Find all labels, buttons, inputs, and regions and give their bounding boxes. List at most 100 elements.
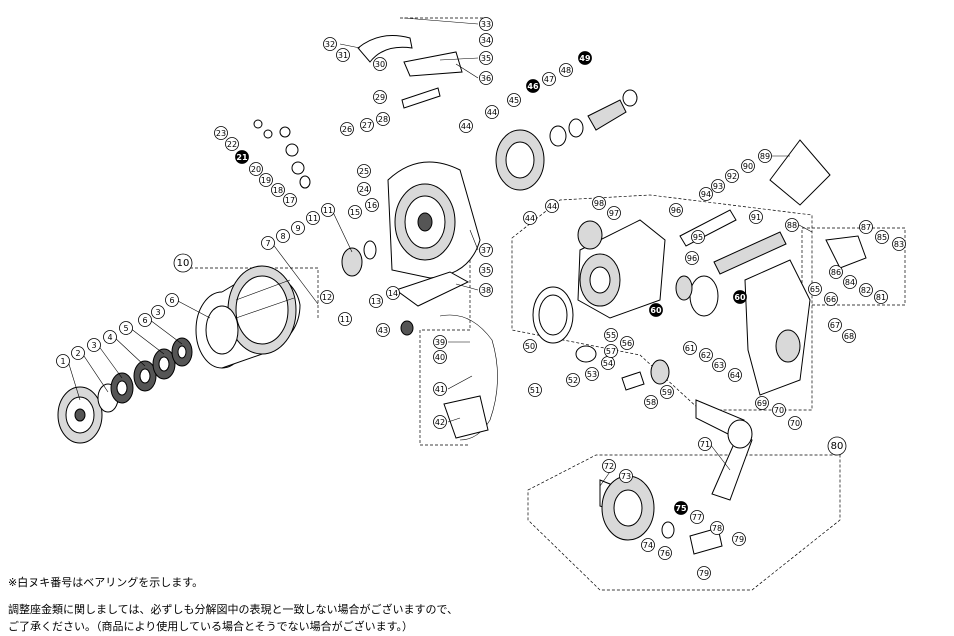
part-callout-number: 68	[844, 332, 854, 341]
part-callout-number: 53	[587, 370, 597, 379]
part-callout-number: 44	[525, 214, 535, 223]
part-callout-18: 18	[271, 183, 285, 197]
part-callout-circle	[698, 437, 712, 451]
part-callout-number: 6	[169, 296, 174, 305]
part-callout-85: 85	[875, 230, 889, 244]
part-callout-number: 4	[107, 333, 112, 342]
part-callout-number: 35	[481, 54, 491, 63]
part-callout-circle	[225, 137, 239, 151]
part-callout-35: 35	[479, 51, 493, 65]
part-callout-3: 3	[87, 338, 101, 352]
part-callout-44: 44	[545, 199, 559, 213]
part-callout-circle	[459, 119, 473, 133]
part-callout-circle	[732, 532, 746, 546]
part-callout-number: 34	[481, 36, 491, 45]
part-callout-number: 96	[671, 206, 681, 215]
part-callout-circle	[691, 230, 705, 244]
part-callout-circle	[485, 105, 499, 119]
bearing-callout-46: 46	[526, 79, 540, 93]
part-callout-6: 6	[165, 293, 179, 307]
part-callout-number: 6	[142, 316, 147, 325]
bearing-callout-circle	[526, 79, 540, 93]
part-callout-number: 1	[60, 357, 65, 366]
part-callout-number: 72	[604, 462, 614, 471]
part-callout-19: 19	[259, 173, 273, 187]
part-callout-circle	[829, 265, 843, 279]
bearing-callout-21: 21	[235, 150, 249, 164]
part-callout-3: 3	[151, 305, 165, 319]
part-callout-circle	[641, 538, 655, 552]
part-callout-7: 7	[261, 236, 275, 250]
part-callout-40: 40	[433, 350, 447, 364]
part-callout-circle	[685, 251, 699, 265]
part-callout-circle	[259, 173, 273, 187]
part-callout-number: 17	[285, 196, 295, 205]
part-callout-63: 63	[712, 358, 726, 372]
part-callout-circle	[433, 382, 447, 396]
part-callout-circle	[479, 33, 493, 47]
washer-note-line2: ご了承ください。（商品により使用している場合とそうでない場合がございます。）	[8, 620, 414, 633]
part-callout-circle	[479, 243, 493, 257]
part-callout-number: 54	[603, 359, 613, 368]
handle-assembly	[599, 399, 753, 555]
part-callout-96: 96	[669, 203, 683, 217]
part-callout-number: 11	[323, 206, 333, 215]
part-callout-circle	[644, 395, 658, 409]
part-callout-number: 77	[692, 513, 702, 522]
part-callout-circle	[741, 159, 755, 173]
part-callout-70: 70	[788, 416, 802, 430]
part-callout-90: 90	[741, 159, 755, 173]
part-callout-circle	[566, 373, 580, 387]
part-callout-number: 81	[876, 293, 886, 302]
part-callout-number: 11	[308, 214, 318, 223]
part-callout-number: 22	[227, 140, 237, 149]
part-callout-circle	[479, 263, 493, 277]
part-callout-57: 57	[604, 344, 618, 358]
part-callout-93: 93	[711, 179, 725, 193]
part-callout-number: 25	[359, 167, 369, 176]
part-callout-circle	[875, 230, 889, 244]
part-callout-number: 13	[371, 297, 381, 306]
part-callout-34: 34	[479, 33, 493, 47]
part-callout-circle	[507, 93, 521, 107]
part-callout-87: 87	[859, 220, 873, 234]
part-callout-33: 33	[479, 17, 493, 31]
bearing-callout-60: 60	[649, 303, 663, 317]
part-callout-circle	[360, 118, 374, 132]
part-callout-circle	[620, 336, 634, 350]
part-callout-number: 35	[481, 266, 491, 275]
part-callout-circle	[772, 403, 786, 417]
part-callout-circle	[712, 358, 726, 372]
part-callout-22: 22	[225, 137, 239, 151]
part-callout-89: 89	[758, 149, 772, 163]
group-callout-circle	[827, 436, 847, 456]
part-callout-number: 94	[701, 190, 711, 199]
part-callout-circle	[523, 211, 537, 225]
part-callout-circle	[710, 521, 724, 535]
part-callout-56: 56	[620, 336, 634, 350]
bearing-callout-number: 21	[236, 153, 248, 162]
part-callout-circle	[725, 169, 739, 183]
part-callout-circle	[699, 187, 713, 201]
part-callout-circle	[369, 294, 383, 308]
part-callout-number: 31	[338, 51, 348, 60]
part-callout-circle	[357, 164, 371, 178]
part-callout-44: 44	[523, 211, 537, 225]
bearing-callout-number: 60	[734, 293, 746, 302]
group-callout-number: 10	[177, 258, 190, 269]
part-callout-circle	[602, 459, 616, 473]
part-callout-number: 9	[295, 224, 300, 233]
bearing-callout-60: 60	[733, 290, 747, 304]
part-callout-62: 62	[699, 348, 713, 362]
part-callout-circle	[283, 193, 297, 207]
part-callout-circle	[365, 198, 379, 212]
part-callout-47: 47	[542, 72, 556, 86]
part-callout-circle	[321, 203, 335, 217]
part-callout-circle	[669, 203, 683, 217]
part-callout-circle	[71, 346, 85, 360]
part-callout-circle	[523, 339, 537, 353]
part-callout-number: 51	[530, 386, 540, 395]
part-callout-number: 32	[325, 40, 335, 49]
part-callout-circle	[607, 206, 621, 220]
part-callout-number: 61	[685, 344, 695, 353]
